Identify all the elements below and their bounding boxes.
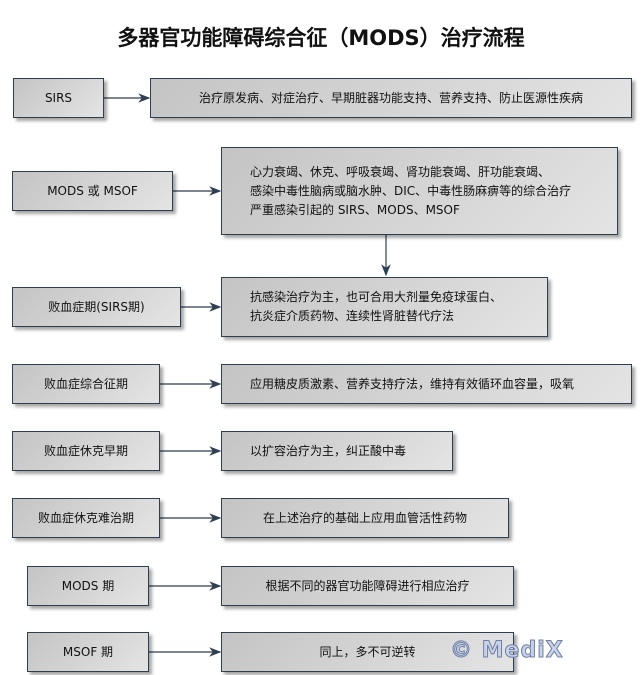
treatment-box-early-shock: 以扩容治疗为主，纠正酸中毒 — [221, 431, 453, 471]
stage-box-refractory-shock: 败血症休克难治期 — [12, 498, 160, 538]
treatment-box-sirs: 治疗原发病、对症治疗、早期脏器功能支持、营养支持、防止医源性疾病 — [150, 78, 632, 118]
treatment-box-mods-phase: 根据不同的器官功能障碍进行相应治疗 — [221, 566, 514, 606]
stage-box-sepsis: 败血症期(SIRS期) — [12, 287, 181, 327]
treatment-box-mods-msof: 心力衰竭、休克、呼吸衰竭、肾功能衰竭、肝功能衰竭、 感染中毒性脑病或脑水肿、DI… — [221, 147, 618, 235]
page-title: 多器官功能障碍综合征（MODS）治疗流程 — [117, 26, 525, 50]
treatment-line: 抗炎症介质药物、连续性肾脏替代疗法 — [250, 309, 455, 323]
treatment-box-sepsis-syndrome: 应用糖皮质激素、营养支持疗法，维持有效循环血容量，吸氧 — [221, 364, 632, 404]
treatment-box-refractory-shock: 在上述治疗的基础上应用血管活性药物 — [221, 498, 509, 538]
stage-box-sirs: SIRS — [13, 78, 104, 118]
treatment-line: 心力衰竭、休克、呼吸衰竭、肾功能衰竭、肝功能衰竭、 — [250, 164, 551, 179]
stage-box-early-shock: 败血症休克早期 — [12, 431, 160, 471]
treatment-line: 严重感染引起的 SIRS、MODS、MSOF — [250, 202, 460, 217]
treatment-box-sepsis: 抗感染治疗为主，也可合用大剂量免疫球蛋白、 抗炎症介质药物、连续性肾脏替代疗法 — [221, 277, 548, 337]
stage-box-msof-phase: MSOF 期 — [27, 632, 149, 672]
watermark: © MediX — [450, 638, 564, 664]
treatment-box-msof-phase: 同上，多不可逆转 — [221, 632, 514, 672]
stage-box-sepsis-syndrome: 败血症综合征期 — [12, 364, 160, 404]
treatment-line: 感染中毒性脑病或脑水肿、DIC、中毒性肠麻痹等的综合治疗 — [250, 183, 572, 198]
stage-box-mods-phase: MODS 期 — [27, 566, 149, 606]
treatment-line: 抗感染治疗为主，也可合用大剂量免疫球蛋白、 — [250, 290, 503, 304]
stage-box-mods-msof: MODS 或 MSOF — [12, 171, 173, 211]
